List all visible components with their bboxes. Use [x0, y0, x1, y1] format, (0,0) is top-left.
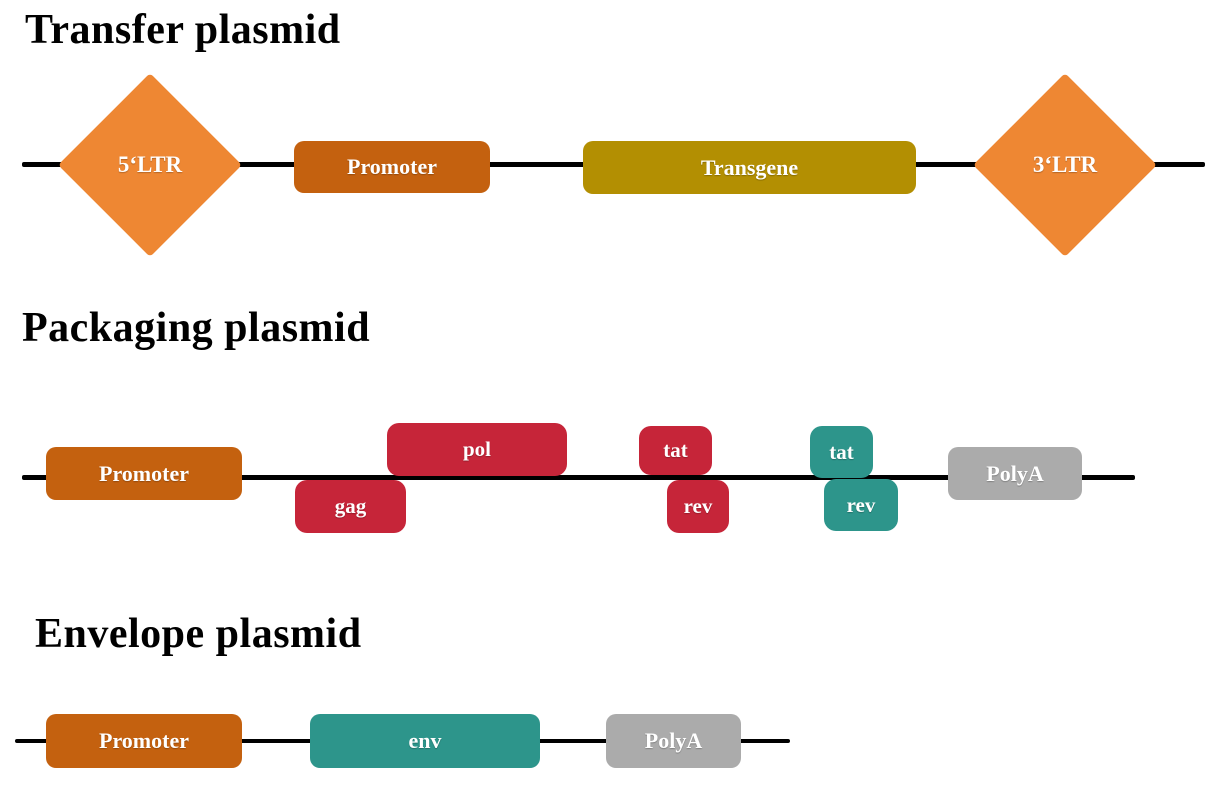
tat-gene-box-teal: tat — [810, 426, 873, 478]
pol-gene-box: pol — [387, 423, 567, 476]
rev-gene-box-red: rev — [667, 480, 729, 533]
envelope-promoter-box: Promoter — [46, 714, 242, 768]
section-title-transfer-plasmid: Transfer plasmid — [25, 7, 341, 53]
transgene-box: Transgene — [583, 141, 916, 194]
packaging-backbone-line — [22, 475, 1135, 480]
five-ltr-label: 5‘LTR — [117, 152, 183, 177]
tat-gene-box-red: tat — [639, 426, 712, 475]
three-ltr-label: 3‘LTR — [1032, 152, 1098, 177]
section-title-envelope-plasmid: Envelope plasmid — [35, 611, 362, 657]
packaging-polya-box: PolyA — [948, 447, 1082, 500]
envelope-polya-box: PolyA — [606, 714, 741, 768]
packaging-promoter-box: Promoter — [46, 447, 242, 500]
gag-gene-box: gag — [295, 480, 406, 533]
transfer-promoter-box: Promoter — [294, 141, 490, 193]
section-title-packaging-plasmid: Packaging plasmid — [22, 305, 371, 351]
rev-gene-box-teal: rev — [824, 479, 898, 531]
env-gene-box: env — [310, 714, 540, 768]
